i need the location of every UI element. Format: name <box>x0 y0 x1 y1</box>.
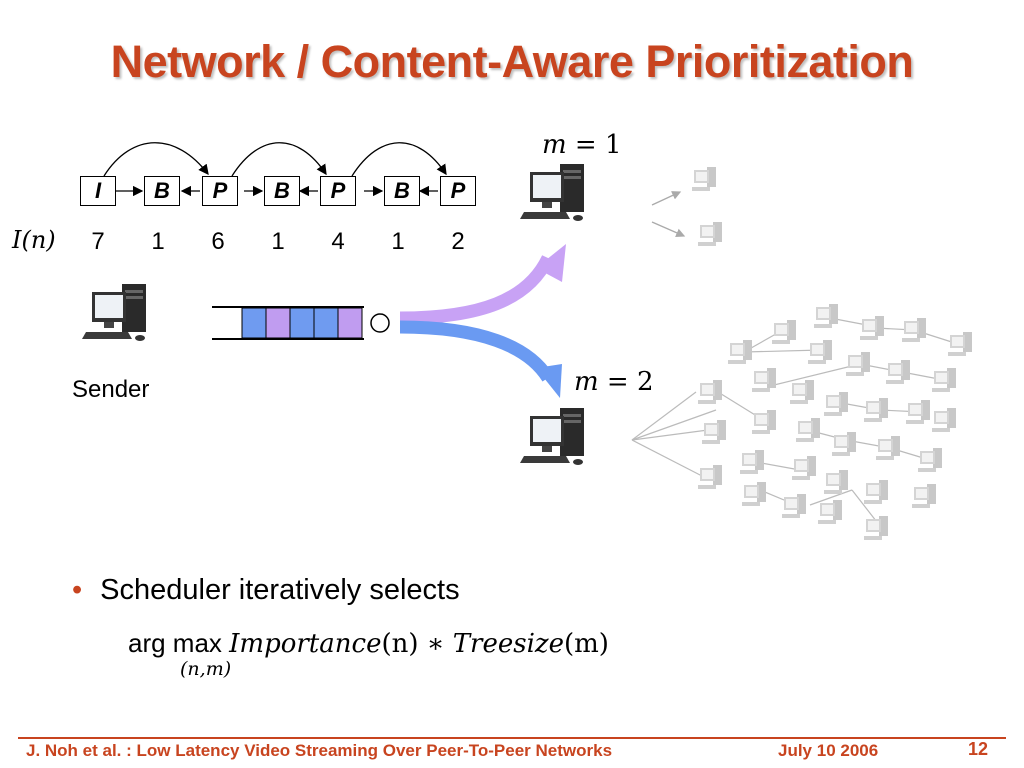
importance-value: 2 <box>451 228 465 255</box>
peer-icon <box>932 408 956 432</box>
sender-label: Sender <box>72 376 150 403</box>
m1-tree-links <box>651 191 686 238</box>
frame-box-p: P <box>202 176 238 206</box>
importance-value: 1 <box>151 228 165 255</box>
peer-icon <box>772 320 796 344</box>
peer-icon <box>864 516 888 540</box>
queue-slot <box>241 307 267 339</box>
formula-importance: Importance <box>229 629 382 659</box>
queue-slot <box>265 307 291 339</box>
peer-icon <box>692 167 716 191</box>
peer-icon <box>808 340 832 364</box>
m2-label: m = 2 <box>574 367 654 397</box>
peer-icon <box>832 432 856 456</box>
peer-icon <box>782 494 806 518</box>
peer-icon <box>918 448 942 472</box>
receiver-computer-m1-icon <box>520 164 584 221</box>
frame-box-b: B <box>144 176 180 206</box>
peer-icon <box>790 380 814 404</box>
bullet-text: Scheduler iteratively selects <box>100 574 460 606</box>
peer-icon <box>702 420 726 444</box>
bullet-dot-icon: • <box>72 574 83 606</box>
formula-treesize: Treesize <box>452 629 564 659</box>
peer-icon <box>906 400 930 424</box>
footer-divider <box>18 737 1006 739</box>
peer-icon <box>752 410 776 434</box>
m1-label-var: m <box>542 130 567 160</box>
frame-box-p: P <box>320 176 356 206</box>
peer-icon <box>796 418 820 442</box>
m2-label-var: m <box>574 367 599 397</box>
m2-label-rest: = 2 <box>598 367 654 397</box>
peer-icon <box>876 436 900 460</box>
peer-icon <box>824 392 848 416</box>
blue-arrow-to-m2 <box>399 320 554 382</box>
frame-box-i: I <box>80 176 116 206</box>
formula-part-1: (n) ∗ <box>381 629 453 659</box>
peer-icon <box>948 332 972 356</box>
formula-part-2: (m) <box>563 629 609 659</box>
peer-icon <box>698 380 722 404</box>
peer-icon <box>912 484 936 508</box>
bullet-item: • Scheduler iteratively selects <box>72 574 460 607</box>
peer-icon <box>742 482 766 506</box>
peer-icon <box>818 500 842 524</box>
formula-subscript: (n,m) <box>180 658 232 680</box>
queue-output-node <box>370 313 390 333</box>
footer-page-number: 12 <box>968 739 989 759</box>
importance-value: 6 <box>211 228 225 255</box>
importance-value: 7 <box>91 228 105 255</box>
formula-operator: arg max <box>128 628 230 658</box>
frame-box-p: P <box>440 176 476 206</box>
importance-label-text: I(n) <box>12 226 56 254</box>
peer-icon <box>864 398 888 422</box>
slide-title: Network / Content-Aware Prioritization <box>110 36 914 87</box>
queue-slot <box>313 307 339 339</box>
importance-value: 1 <box>391 228 405 255</box>
peer-icon <box>814 304 838 328</box>
frame-box-b: B <box>264 176 300 206</box>
peer-icon <box>740 450 764 474</box>
purple-arrow-to-m1 <box>399 255 554 325</box>
importance-value: 4 <box>331 228 345 255</box>
peer-icon <box>860 316 884 340</box>
peer-icon <box>902 318 926 342</box>
frame-box-b: B <box>384 176 420 206</box>
peer-icon <box>792 456 816 480</box>
peer-icon <box>698 222 722 246</box>
frame-dependency-arrows <box>103 142 447 197</box>
peer-icon <box>846 352 870 376</box>
importance-value: 1 <box>271 228 285 255</box>
importance-label: I(n) <box>12 226 56 254</box>
m2-peer-group <box>698 304 972 540</box>
send-queue <box>212 306 390 340</box>
peer-icon <box>698 465 722 489</box>
receiver-computer-m2-icon <box>520 408 584 465</box>
peer-icon <box>886 360 910 384</box>
peer-icon <box>824 470 848 494</box>
queue-slot <box>337 307 363 339</box>
footer-date: July 10 2006 <box>778 741 879 760</box>
footer-authors: J. Noh et al. : Low Latency Video Stream… <box>26 741 613 760</box>
peer-icon <box>932 368 956 392</box>
peer-icon <box>752 368 776 392</box>
peer-icon <box>728 340 752 364</box>
queue-slot <box>289 307 315 339</box>
m1-label-rest: = 1 <box>566 130 622 160</box>
argmax-formula: arg max Importance(n) ∗ Treesize(m) (n,m… <box>128 628 609 680</box>
peer-icon <box>864 480 888 504</box>
sender-computer-icon <box>82 284 146 341</box>
m1-label: m = 1 <box>542 130 622 160</box>
